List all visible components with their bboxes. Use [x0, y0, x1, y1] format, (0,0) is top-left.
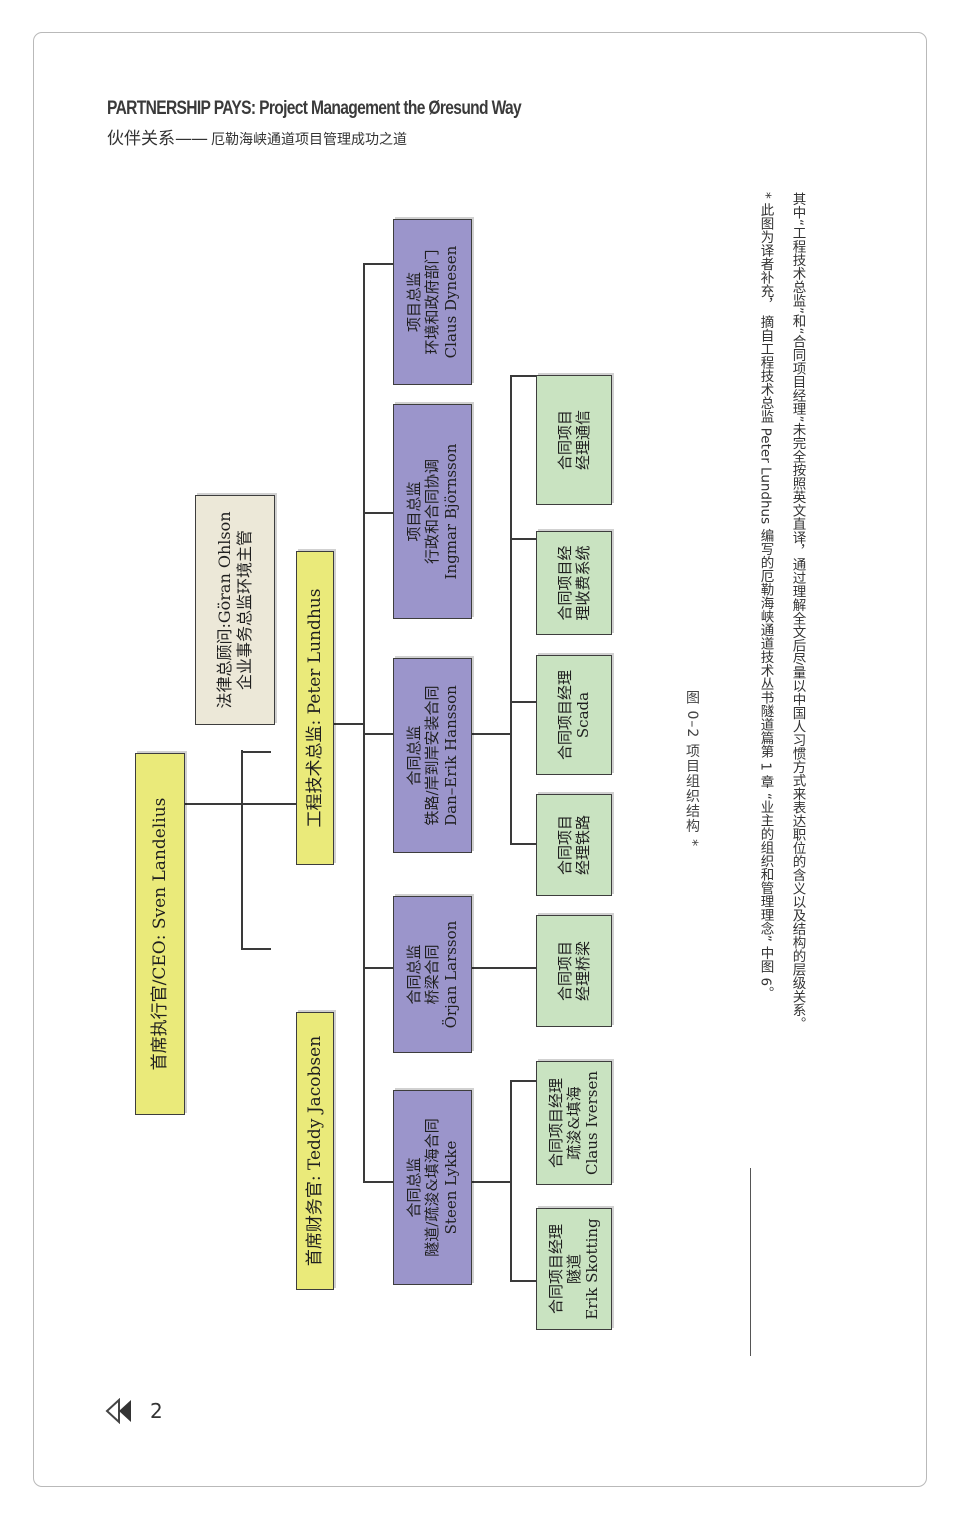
connector [510, 538, 536, 540]
director-line: 合同总监 [405, 725, 424, 786]
connector [510, 375, 536, 377]
page-number: 2 [150, 1399, 163, 1423]
director-line: Claus Dynesen [441, 245, 460, 359]
footnote-rule [750, 1168, 751, 1356]
running-header-zh: 伙伴关系——厄勒海峡通道项目管理成功之道 [107, 124, 407, 149]
footnote-line-2: 其中“工程技术总监”和“合同项目经理”未完全按照英文直译，通过理解全文后尽量以中… [789, 192, 806, 1030]
manager-line: Scada [574, 691, 592, 739]
connector [510, 843, 536, 845]
connector [472, 967, 536, 969]
connector [472, 733, 510, 735]
connector [363, 263, 365, 1183]
connector [363, 733, 393, 735]
manager-box: 合同项目经理 疏浚&填海 Claus Iversen [536, 1061, 612, 1185]
cto-label: 工程技术总监: Peter Lundhus [304, 588, 325, 828]
ceo-label: 首席执行官/CEO: Sven Landelius [149, 797, 170, 1071]
director-line: Dan–Erik Hansson [441, 685, 460, 826]
connector [363, 263, 393, 265]
back-arrow-icon[interactable] [105, 1398, 133, 1424]
footnote-line-1: * 此图为译者补充， 摘自工程技术总监 Peter Lundhus 编写的厄勒海… [757, 192, 774, 1000]
legal-counsel-box: 法律总顾问:Göran Ohlson 企业事务总监环境主管 [195, 495, 275, 725]
manager-line: 合同项目经理 [546, 1078, 565, 1169]
header-title-zh: 伙伴关系 [107, 129, 175, 149]
connector [185, 803, 241, 805]
director-box: 合同总监 铁路/岸到岸安装合同 Dan–Erik Hansson [393, 658, 472, 853]
connector [472, 1181, 510, 1183]
director-line: 行政和合同协调 [423, 459, 442, 565]
director-box: 合同总监 桥梁合同 Örjan Larsson [393, 896, 472, 1053]
manager-box: 合同项目经理 隧道 Erik Skotting [536, 1208, 612, 1330]
connector [241, 948, 271, 950]
cfo-box: 首席财务官: Teddy Jacobsen [296, 1012, 334, 1290]
director-box: 项目总监 行政和合同协调 Ingmar Björnsson [393, 404, 472, 619]
org-chart: 首席执行官/CEO: Sven Landelius 法律总顾问:Göran Oh… [110, 205, 630, 1345]
manager-line: 经理铁路 [574, 815, 592, 876]
manager-box: 合同项目 经理通信 [536, 375, 612, 505]
manager-line: 合同项目 [555, 815, 574, 876]
director-line: Ingmar Björnsson [441, 443, 460, 580]
manager-line: 合同项目经理 [546, 1224, 565, 1315]
manager-line: 合同项目经理 [555, 670, 574, 761]
manager-line: 经理桥梁 [574, 941, 592, 1002]
running-header-en: PARTNERSHIP PAYS: Project Management the… [107, 98, 522, 119]
manager-box: 合同项目经理 Scada [536, 655, 612, 775]
director-line: Steen Lykke [441, 1140, 460, 1235]
connector [510, 1082, 512, 1282]
manager-line: Claus Iversen [583, 1070, 602, 1176]
figure-caption: 图 0–2 项目组织结构 * [684, 690, 700, 848]
director-box: 合同总监 隧道/疏浚&填海合同 Steen Lykke [393, 1090, 472, 1285]
director-line: 桥梁合同 [423, 944, 442, 1005]
ceo-box: 首席执行官/CEO: Sven Landelius [135, 753, 185, 1115]
manager-line: 经理通信 [574, 410, 592, 471]
manager-box: 合同项目 经理桥梁 [536, 915, 612, 1027]
connector [363, 1181, 393, 1183]
org-chart-rotated: 首席执行官/CEO: Sven Landelius 法律总顾问:Göran Oh… [110, 205, 630, 1345]
connector [241, 750, 243, 950]
cto-box: 工程技术总监: Peter Lundhus [296, 551, 334, 865]
cfo-label: 首席财务官: Teddy Jacobsen [304, 1035, 325, 1267]
connector [510, 1080, 536, 1082]
legal-label-1: 法律总顾问:Göran Ohlson [215, 511, 235, 709]
connector [510, 701, 536, 703]
connector [331, 723, 363, 725]
legal-label-2: 企业事务总监环境主管 [235, 530, 254, 691]
manager-line: 合同项目 [555, 410, 574, 471]
director-line: 项目总监 [405, 272, 424, 333]
manager-box: 合同项目经 理收费系统 [536, 531, 612, 635]
connector [363, 967, 393, 969]
director-line: Örjan Larsson [441, 920, 460, 1029]
connector [363, 512, 393, 514]
connector [241, 751, 271, 753]
director-line: 合同总监 [405, 1157, 424, 1218]
director-line: 隧道/疏浚&填海合同 [423, 1118, 442, 1257]
director-line: 铁路/岸到岸安装合同 [423, 685, 442, 826]
header-dash: —— [175, 129, 208, 149]
director-line: 合同总监 [405, 944, 424, 1005]
manager-line: 合同项目经 [555, 545, 574, 621]
connector [510, 1280, 536, 1282]
director-line: 环境和政府部门 [423, 249, 442, 355]
manager-line: 理收费系统 [574, 545, 592, 621]
connector [241, 803, 296, 805]
director-line: 项目总监 [405, 481, 424, 542]
connector [510, 375, 512, 845]
manager-box: 合同项目 经理铁路 [536, 794, 612, 896]
manager-line: 隧道 [564, 1254, 583, 1285]
director-box: 项目总监 环境和政府部门 Claus Dynesen [393, 219, 472, 385]
manager-line: Erik Skotting [583, 1218, 602, 1320]
manager-line: 疏浚&填海 [564, 1086, 583, 1160]
header-subtitle-zh: 厄勒海峡通道项目管理成功之道 [211, 132, 407, 148]
manager-line: 合同项目 [555, 941, 574, 1002]
